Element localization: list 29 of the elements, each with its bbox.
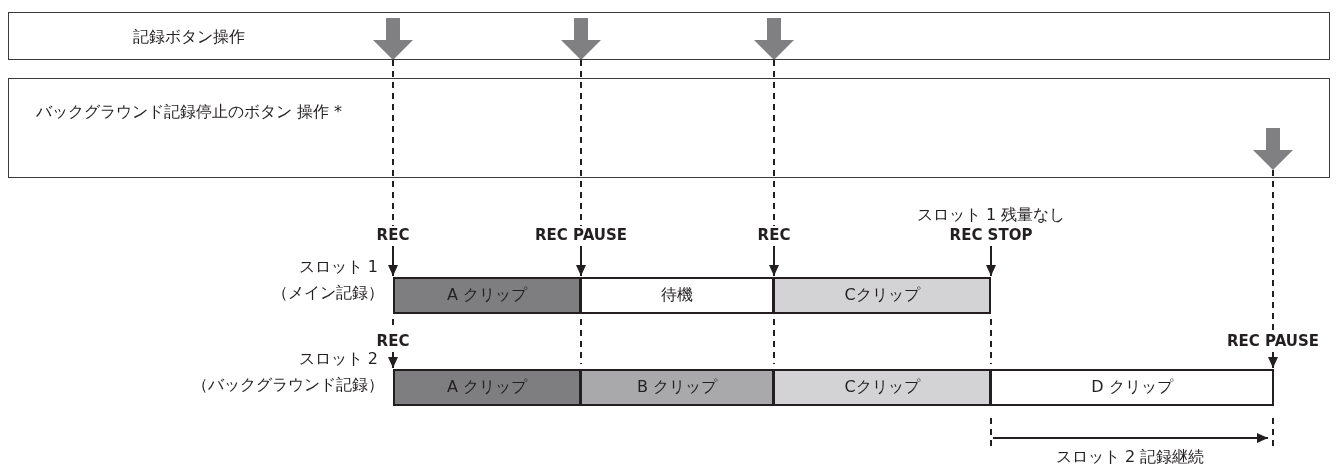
edge-label: REC PAUSE <box>535 226 627 244</box>
arrow <box>1268 351 1278 369</box>
edge-label: REC PAUSE <box>1227 332 1319 350</box>
arrow <box>986 245 996 277</box>
text-label: （バックグラウンド記録） <box>192 374 384 396</box>
row-title: バックグラウンド記録停止のボタン 操作 * <box>34 101 344 123</box>
clip-bar: Cクリップ <box>773 369 991 406</box>
arrow <box>388 351 398 369</box>
clip-bar: B クリップ <box>580 369 774 406</box>
clip-bar: A クリップ <box>393 277 581 314</box>
arrow <box>388 245 398 277</box>
clip-bar: A クリップ <box>393 369 581 406</box>
arrow <box>769 245 779 277</box>
row-panel <box>8 78 1330 178</box>
edge-label: REC <box>376 332 410 350</box>
row-panel <box>8 12 1330 60</box>
clip-bar: D クリップ <box>990 369 1274 406</box>
edge-label: REC STOP <box>949 226 1033 244</box>
row-title: 記録ボタン操作 <box>132 26 246 48</box>
text-label: スロット 1 <box>298 256 378 278</box>
text-label: スロット 1 残量なし <box>916 204 1066 226</box>
edge-label: REC <box>757 226 791 244</box>
text-label: （メイン記録） <box>272 282 384 304</box>
text-label: スロット 2 記録継続 <box>1055 446 1205 468</box>
text-label: スロット 2 <box>298 348 378 370</box>
clip-bar: Cクリップ <box>773 277 991 314</box>
edge-label: REC <box>376 226 410 244</box>
clip-bar: 待機 <box>580 277 774 314</box>
arrow <box>576 245 586 277</box>
